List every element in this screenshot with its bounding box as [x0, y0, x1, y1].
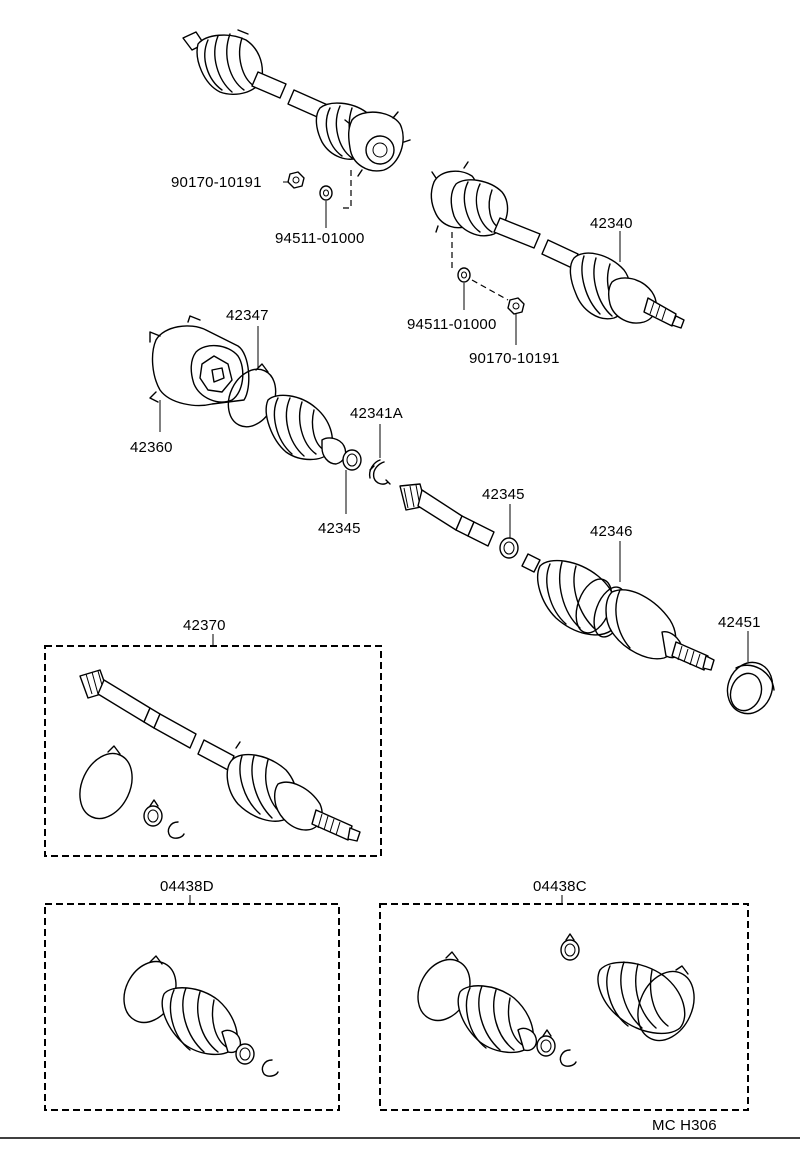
drive-shaft-42340 — [430, 161, 685, 329]
snap-ring-icon — [368, 459, 391, 485]
washer-upper-icon — [319, 185, 333, 201]
label-band-small-right: 42345 — [482, 486, 525, 503]
label-nut-mid: 90170-10191 — [469, 350, 560, 367]
kit-04438d-boot-icon — [161, 987, 242, 1055]
kit-42370-snap-ring-icon — [167, 821, 185, 839]
kit-04438c-band-small-icon — [536, 1029, 556, 1057]
kit-box-04438d — [44, 903, 340, 1111]
label-housing: 42360 — [130, 439, 173, 456]
axle-shaft-icon — [399, 483, 495, 547]
drive-shaft-42370-icon — [79, 669, 361, 842]
kit-04438c-band-top-icon — [560, 933, 580, 961]
label-shaft-rh: 42340 — [590, 215, 633, 232]
kit-42370-band-large-icon — [79, 745, 133, 820]
boot-band-small-left-icon — [342, 449, 362, 471]
dust-cover-icon — [726, 661, 775, 715]
outboard-joint-boot-icon — [521, 553, 715, 671]
drive-shaft-upper-left — [182, 29, 411, 177]
kit-04438c-inboard-boot-icon — [457, 985, 538, 1053]
label-washer-upper: 94511-01000 — [275, 230, 365, 247]
label-dust-cover: 42451 — [718, 614, 761, 631]
label-boot-kit-outboard: 04438C — [533, 878, 587, 895]
kit-04438d-snap-ring-icon — [261, 1059, 279, 1077]
inboard-boot-icon — [265, 394, 347, 465]
kit-04438c-snap-ring-icon — [559, 1049, 577, 1067]
nut-mid-icon — [507, 297, 525, 315]
label-washer-mid: 94511-01000 — [407, 316, 497, 333]
kit-box-42370 — [44, 645, 382, 857]
label-shaft-lh: 42370 — [183, 617, 226, 634]
nut-upper-icon — [287, 171, 305, 189]
kit-42370-band-small-icon — [143, 799, 163, 827]
label-nut-upper: 90170-10191 — [171, 174, 262, 191]
boot-band-small-right-icon — [499, 537, 519, 559]
label-boot-kit-inboard: 04438D — [160, 878, 214, 895]
label-snap-ring: 42341A — [350, 405, 403, 422]
kit-box-04438c — [379, 903, 749, 1111]
washer-mid-icon — [457, 267, 471, 283]
label-boot: 42346 — [590, 523, 633, 540]
kit-04438c-band-large-right-icon — [637, 965, 695, 1042]
kit-04438d-band-small-icon — [235, 1043, 255, 1065]
figure-code: MC H306 — [652, 1117, 717, 1134]
label-band-small-left: 42345 — [318, 520, 361, 537]
label-band-large: 42347 — [226, 307, 269, 324]
inboard-joint-housing-icon — [149, 315, 250, 407]
